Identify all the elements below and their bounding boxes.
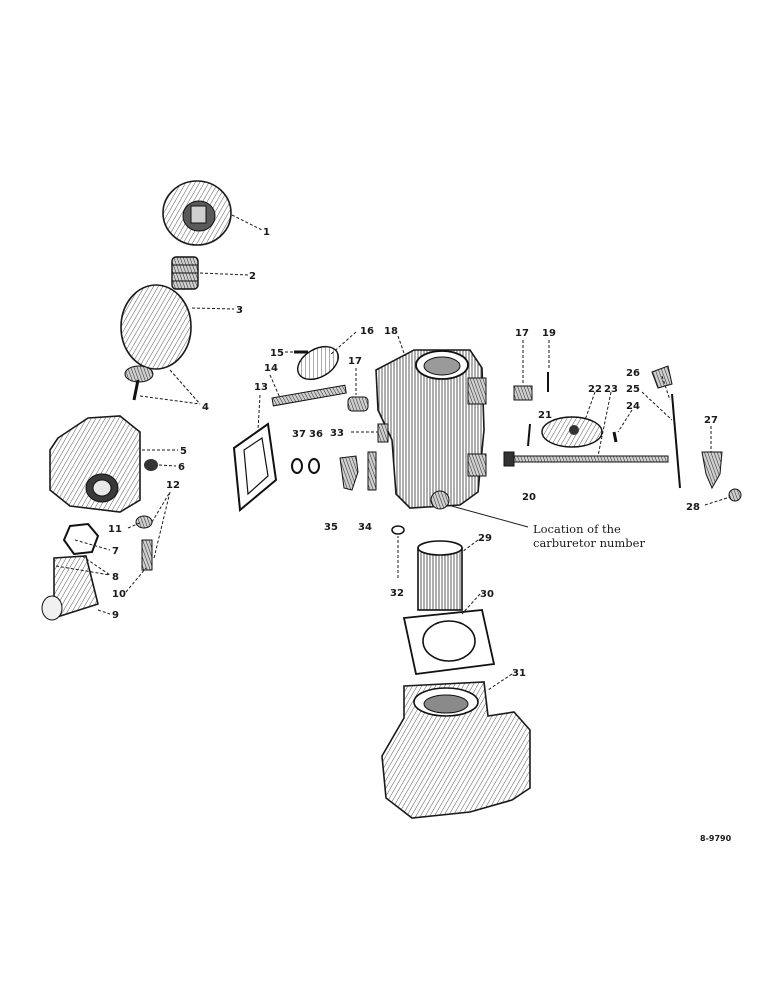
part-17b-float — [513, 385, 533, 401]
note-line-2: carburetor number — [533, 536, 645, 550]
callout-6: 6 — [178, 462, 185, 473]
callout-15: 15 — [270, 348, 284, 359]
callout-28: 28 — [686, 502, 700, 513]
part-18-carburetor-body — [375, 349, 487, 510]
part-27-clip — [701, 451, 723, 490]
part-10-needle — [141, 539, 153, 571]
part-16-throttle-plate — [297, 345, 339, 381]
part-4-valve — [124, 365, 154, 401]
callout-13: 13 — [254, 382, 268, 393]
part-17-float — [347, 396, 369, 412]
callout-7: 7 — [112, 546, 119, 557]
part-2-spring — [171, 256, 199, 290]
callout-24: 24 — [626, 401, 640, 412]
part-35-lever — [339, 455, 359, 491]
callout-labels: 1 2 3 4 5 6 7 8 9 10 11 12 13 14 15 16 1… — [108, 227, 718, 679]
callout-12: 12 — [166, 480, 180, 491]
part-33-spring — [377, 423, 389, 443]
callout-21: 21 — [538, 410, 552, 421]
part-7-gasket — [62, 522, 100, 556]
leader-lines — [55, 214, 731, 691]
part-5-strainer-body — [49, 415, 141, 513]
callout-26: 26 — [626, 368, 640, 379]
callout-9: 9 — [112, 610, 119, 621]
part-22-choke-plate — [541, 416, 603, 448]
part-32-washer — [391, 525, 405, 535]
callout-23: 23 — [604, 384, 618, 395]
callout-22: 22 — [588, 384, 602, 395]
callout-37: 37 — [292, 429, 306, 440]
callout-30: 30 — [480, 589, 494, 600]
callout-25: 25 — [626, 384, 640, 395]
callout-14: 14 — [264, 363, 278, 374]
part-36-37-rings — [291, 458, 320, 474]
callout-18: 18 — [384, 326, 398, 337]
callout-31: 31 — [512, 668, 526, 679]
figure-id: 8-9790 — [700, 834, 732, 843]
callout-35: 35 — [324, 522, 338, 533]
callout-11: 11 — [108, 524, 122, 535]
callout-2: 2 — [249, 271, 256, 282]
part-6-plug — [144, 459, 158, 471]
callout-10: 10 — [112, 589, 126, 600]
callout-32: 32 — [390, 588, 404, 599]
callout-3: 3 — [236, 305, 243, 316]
callout-4: 4 — [202, 402, 209, 413]
part-14-throttle-shaft — [271, 384, 347, 407]
callout-29: 29 — [478, 533, 492, 544]
part-20-choke-shaft — [503, 451, 669, 467]
part-25-rod — [671, 393, 681, 489]
part-1-cover — [162, 180, 232, 246]
part-28-nut — [728, 488, 742, 502]
note-line-1: Location of the — [533, 522, 621, 536]
carburetor-number-note: Location of the carburetor number — [533, 522, 645, 550]
callout-34: 34 — [358, 522, 372, 533]
part-13-gasket — [232, 422, 278, 512]
part-30-flange-gasket — [402, 609, 496, 675]
part-11-nut — [135, 515, 153, 529]
callout-5: 5 — [180, 446, 187, 457]
part-29-venturi — [417, 540, 463, 611]
callout-17: 17 — [348, 356, 362, 367]
part-34-screw — [367, 451, 377, 491]
callout-36: 36 — [309, 429, 323, 440]
callout-27: 27 — [704, 415, 718, 426]
part-31-elbow — [381, 681, 531, 819]
part-24-screw — [612, 431, 618, 443]
callout-19: 19 — [542, 328, 556, 339]
part-9-bowl — [41, 555, 99, 621]
callout-8: 8 — [112, 572, 119, 583]
part-21-pin — [527, 423, 531, 447]
callout-1: 1 — [263, 227, 270, 238]
part-3-diaphragm — [120, 284, 192, 370]
callout-17-right: 17 — [515, 328, 529, 339]
callout-33: 33 — [330, 428, 344, 439]
callout-20: 20 — [522, 492, 536, 503]
callout-16: 16 — [360, 326, 374, 337]
